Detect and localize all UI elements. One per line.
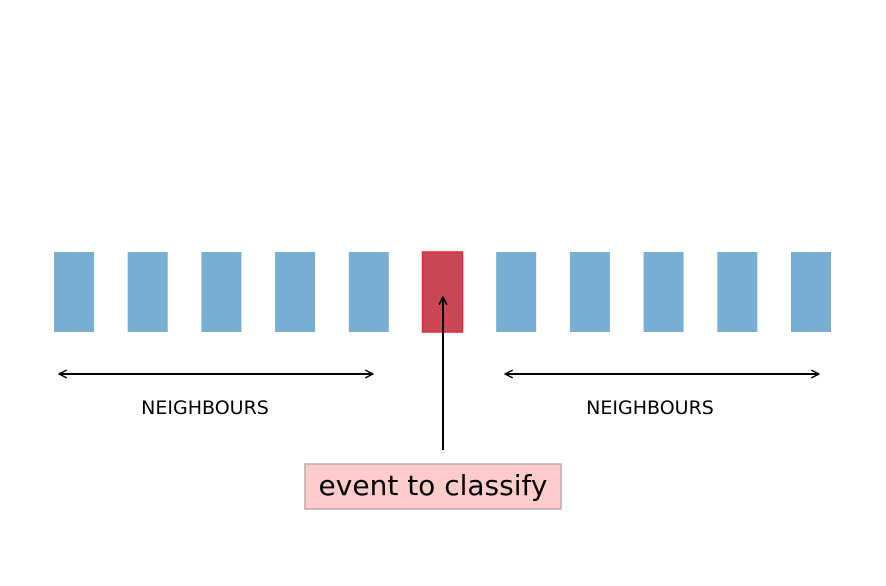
event-label-box [304, 463, 562, 510]
left-neighbours-label: NEIGHBOURS [141, 397, 269, 419]
neighbour-bar [127, 252, 168, 332]
event-label: event to classify [319, 469, 548, 502]
neighbour-bar [201, 252, 242, 332]
neighbour-bar [348, 252, 389, 332]
neighbour-bar [54, 252, 94, 332]
neighbour-bar [496, 252, 537, 332]
event-sequence [54, 251, 831, 333]
neighbour-bar [717, 252, 758, 332]
neighbour-bar [275, 252, 316, 332]
neighbour-bar [643, 252, 684, 332]
neighbour-bar [569, 252, 610, 332]
neighbour-bar [791, 252, 831, 332]
right-neighbours-label: NEIGHBOURS [586, 397, 714, 419]
